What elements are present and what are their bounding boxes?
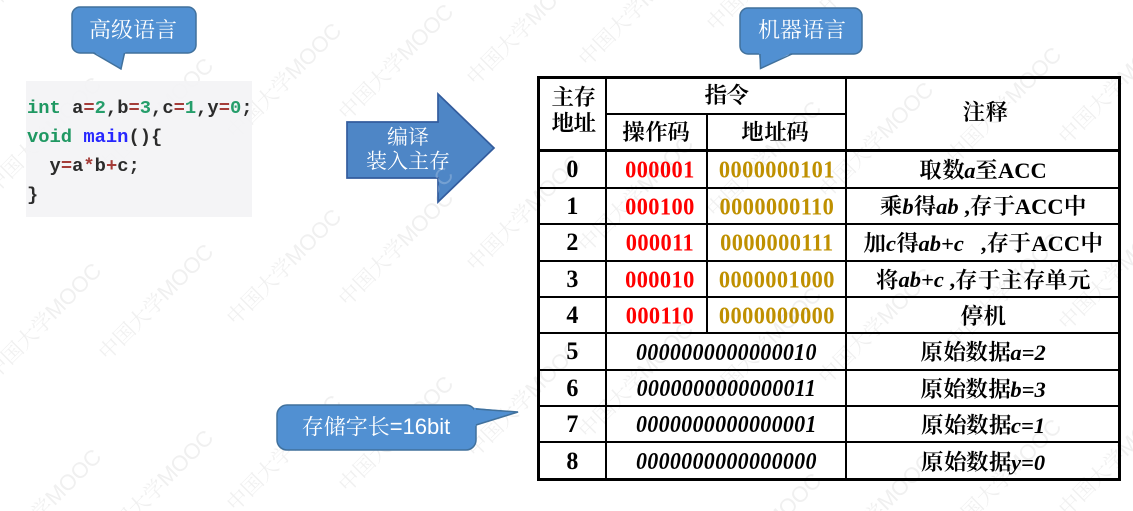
svg-text:MOOC: MOOC — [344, 180, 346, 206]
